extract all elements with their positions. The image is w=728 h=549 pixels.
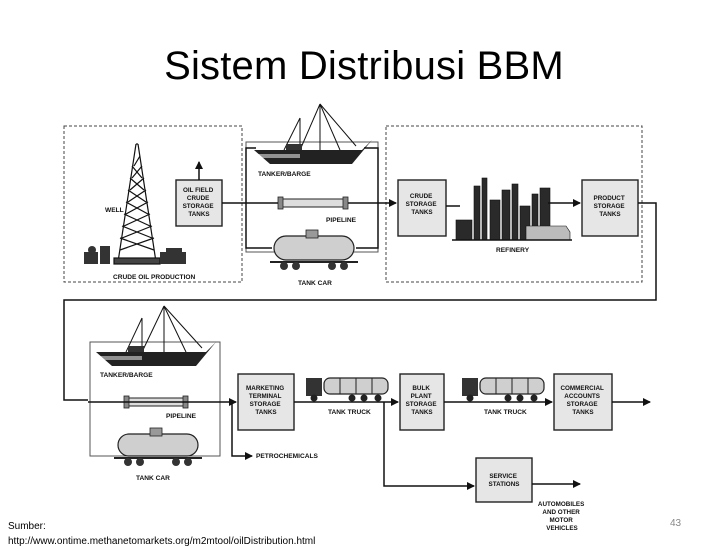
product-storage-box (581, 179, 639, 237)
source-url[interactable]: http://www.ontime.methanetomarkets.org/m… (8, 536, 316, 547)
petrochemicals-label: PETROCHEMICALS (256, 453, 319, 460)
flow-petrochemicals (231, 402, 253, 460)
flow-return-loop (63, 202, 657, 401)
service-stations-box (475, 457, 533, 503)
tanker-barge-top-icon (254, 103, 372, 164)
slide-title: Sistem Distribusi BBM (164, 44, 564, 88)
tanker-barge-top-label: TANKER/BARGE (258, 171, 311, 178)
production-region (63, 125, 243, 283)
pipeline-top-label: PIPELINE (326, 217, 357, 224)
source-citation: Sumber: http://www.ontime.methanetomarke… (8, 519, 315, 549)
marketing-terminal-box (237, 373, 295, 431)
oil-field-storage-label: OIL FIELD CRUDE STORAGE TANKS (183, 187, 216, 218)
tank-truck-2-label: TANK TRUCK (484, 409, 527, 416)
source-prefix: Sumber: (8, 521, 46, 532)
tank-car-top-label: TANK CAR (298, 280, 332, 287)
flow-top-bracket (245, 147, 272, 249)
flow-top-right-bracket (356, 147, 379, 249)
crude-oil-production-label: CRUDE OIL PRODUCTION (113, 274, 196, 281)
tank-truck-1-label: TANK TRUCK (328, 409, 371, 416)
oil-well-derrick (113, 143, 161, 265)
flow-to-service-stations (383, 402, 475, 490)
crude-storage-label: CRUDE STORAGE TANKS (406, 193, 439, 216)
refinery-icon (452, 177, 572, 241)
bulk-plant-label: BULK PLANT STORAGE TANKS (406, 385, 439, 416)
tanker-barge-bottom-label: TANKER/BARGE (100, 372, 153, 379)
page-number: 43 (670, 518, 682, 529)
pipeline-bottom-label: PIPELINE (166, 413, 197, 420)
well-label: WELL (105, 207, 124, 214)
bulk-plant-box (399, 373, 445, 431)
crude-storage-box (397, 179, 447, 237)
commercial-accounts-label: COMMERCIAL ACCOUNTS STORAGE TANKS (560, 385, 605, 416)
production-equipment (84, 246, 186, 264)
tank-car-bottom-icon (114, 427, 202, 466)
commercial-accounts-box (553, 373, 613, 431)
product-storage-label: PRODUCT STORAGE TANKS (594, 195, 627, 218)
tanker-barge-bottom-icon (96, 305, 216, 366)
pipeline-top-icon (277, 196, 349, 210)
marketing-terminal-label: MARKETING TERMINAL STORAGE TANKS (246, 385, 286, 416)
tank-car-top-icon (270, 229, 358, 270)
automobiles-label: AUTOMOBILES AND OTHER MOTOR VEHICLES (538, 501, 586, 532)
tank-truck-1-icon (306, 377, 389, 402)
tank-truck-2-icon (462, 377, 545, 402)
tank-car-bottom-label: TANK CAR (136, 475, 170, 482)
service-stations-label: SERVICE STATIONS (489, 473, 520, 488)
refinery-label: REFINERY (496, 247, 530, 254)
refining-region (385, 125, 643, 283)
